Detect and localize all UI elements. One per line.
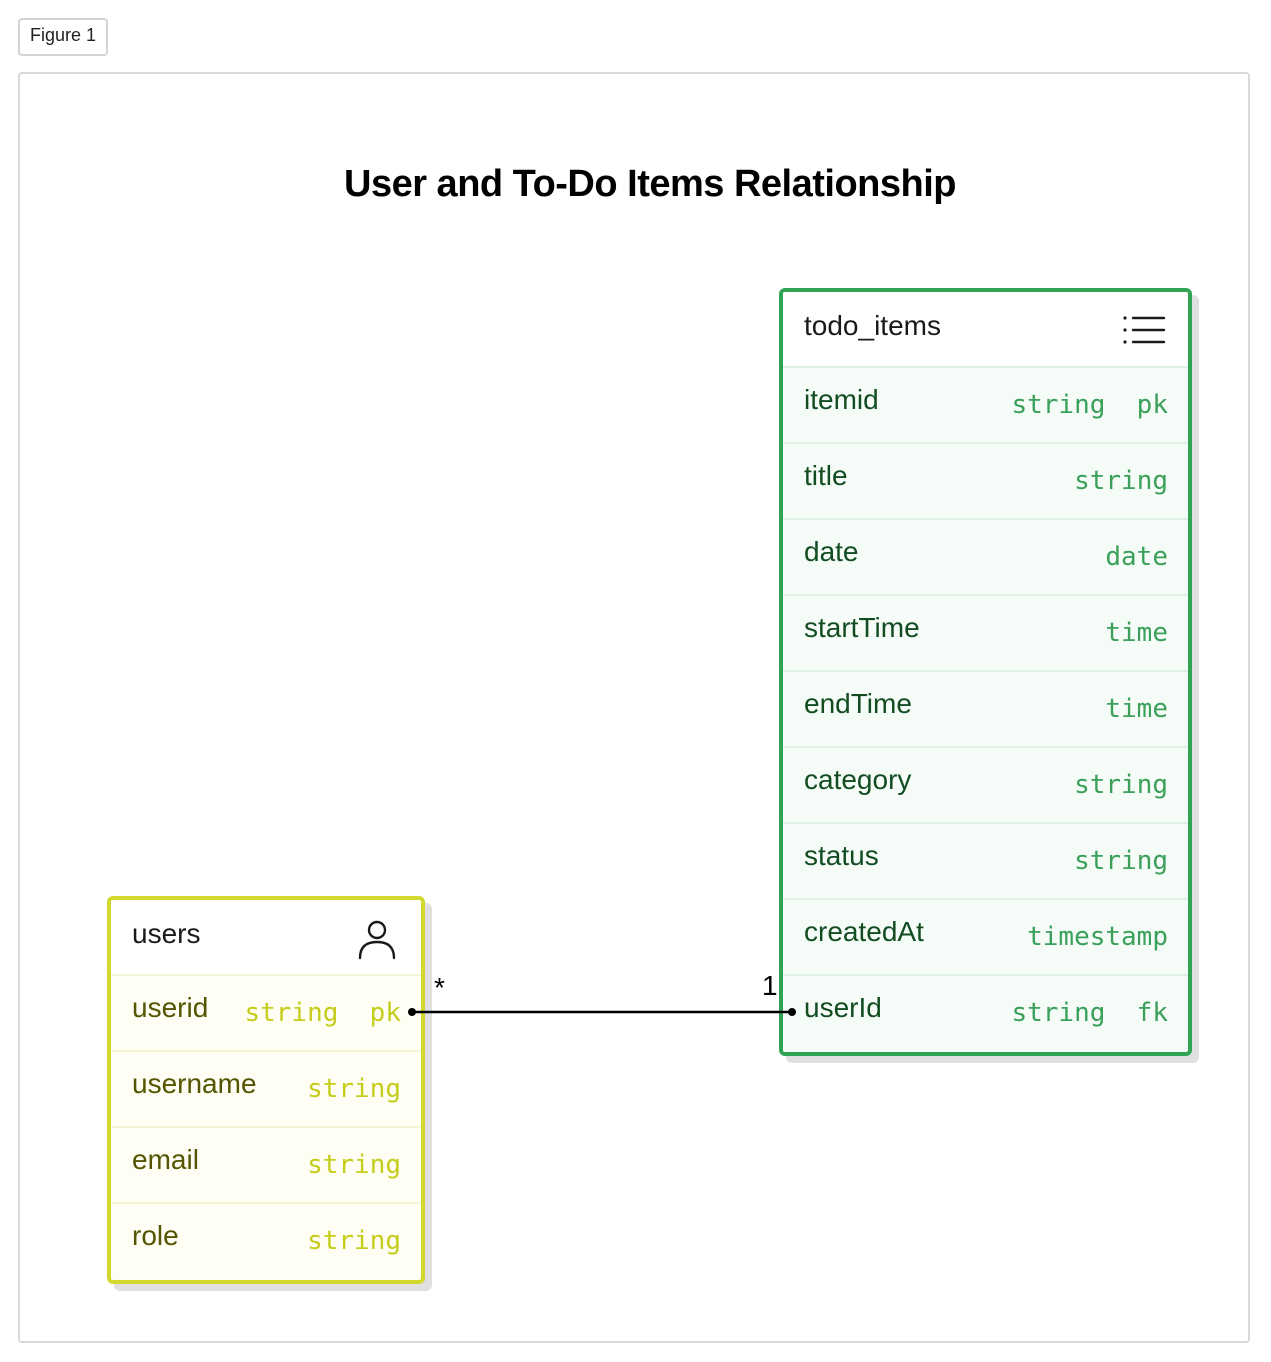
attribute-name: userid bbox=[132, 992, 209, 1023]
attribute-row: status string bbox=[783, 822, 1188, 898]
attribute-name: category bbox=[804, 764, 912, 795]
attribute-type: string fk bbox=[1011, 998, 1168, 1028]
attribute-name: itemid bbox=[804, 384, 879, 415]
cardinality-todo-items: 1 bbox=[762, 970, 778, 1001]
attribute-name: userId bbox=[804, 992, 882, 1023]
attribute-type: string bbox=[307, 1226, 401, 1256]
attribute-row: userId string fk bbox=[783, 974, 1188, 1050]
attribute-row: itemid string pk bbox=[783, 366, 1188, 442]
attribute-name: role bbox=[132, 1220, 179, 1251]
attribute-row: userid string pk bbox=[111, 974, 421, 1050]
attribute-type: string bbox=[1074, 846, 1168, 876]
attribute-row: email string bbox=[111, 1126, 421, 1202]
cardinality-users: * bbox=[434, 972, 445, 1003]
attribute-type: string bbox=[1074, 466, 1168, 496]
attribute-name: date bbox=[804, 536, 859, 567]
attribute-name: username bbox=[132, 1068, 257, 1099]
attribute-row: username string bbox=[111, 1050, 421, 1126]
attribute-name: endTime bbox=[804, 688, 912, 719]
attribute-name: email bbox=[132, 1144, 199, 1175]
attribute-type: timestamp bbox=[1027, 922, 1168, 952]
attribute-row: endTime time bbox=[783, 670, 1188, 746]
attribute-type: string pk bbox=[1011, 390, 1168, 420]
figure-tab[interactable]: Figure 1 bbox=[18, 18, 108, 56]
attribute-row: role string bbox=[111, 1202, 421, 1278]
attribute-type: string bbox=[307, 1150, 401, 1180]
list-icon bbox=[1123, 316, 1166, 344]
attribute-row: startTime time bbox=[783, 594, 1188, 670]
entity-header-todo-items: todo_items bbox=[783, 292, 1188, 366]
attribute-row: title string bbox=[783, 442, 1188, 518]
user-icon bbox=[358, 920, 396, 960]
entity-todo-items[interactable]: todo_items itemid string pk title string… bbox=[779, 288, 1192, 1056]
attribute-type: string pk bbox=[244, 998, 401, 1028]
entity-name: todo_items bbox=[804, 310, 941, 341]
attribute-name: title bbox=[804, 460, 848, 491]
attribute-type: time bbox=[1105, 618, 1168, 648]
attribute-type: date bbox=[1105, 542, 1168, 572]
attribute-type: string bbox=[307, 1074, 401, 1104]
attribute-name: status bbox=[804, 840, 879, 871]
attribute-row: createdAt timestamp bbox=[783, 898, 1188, 974]
diagram-title: User and To-Do Items Relationship bbox=[344, 163, 956, 205]
attribute-type: string bbox=[1074, 770, 1168, 800]
entity-users[interactable]: users userid string pk username string e… bbox=[107, 896, 425, 1284]
attribute-type: time bbox=[1105, 694, 1168, 724]
attribute-name: createdAt bbox=[804, 916, 924, 947]
figure-tab-label: Figure 1 bbox=[29, 24, 97, 45]
attribute-row: date date bbox=[783, 518, 1188, 594]
entity-name: users bbox=[132, 918, 201, 949]
attribute-row: category string bbox=[783, 746, 1188, 822]
entity-header-users: users bbox=[111, 900, 421, 974]
attribute-name: startTime bbox=[804, 612, 920, 643]
